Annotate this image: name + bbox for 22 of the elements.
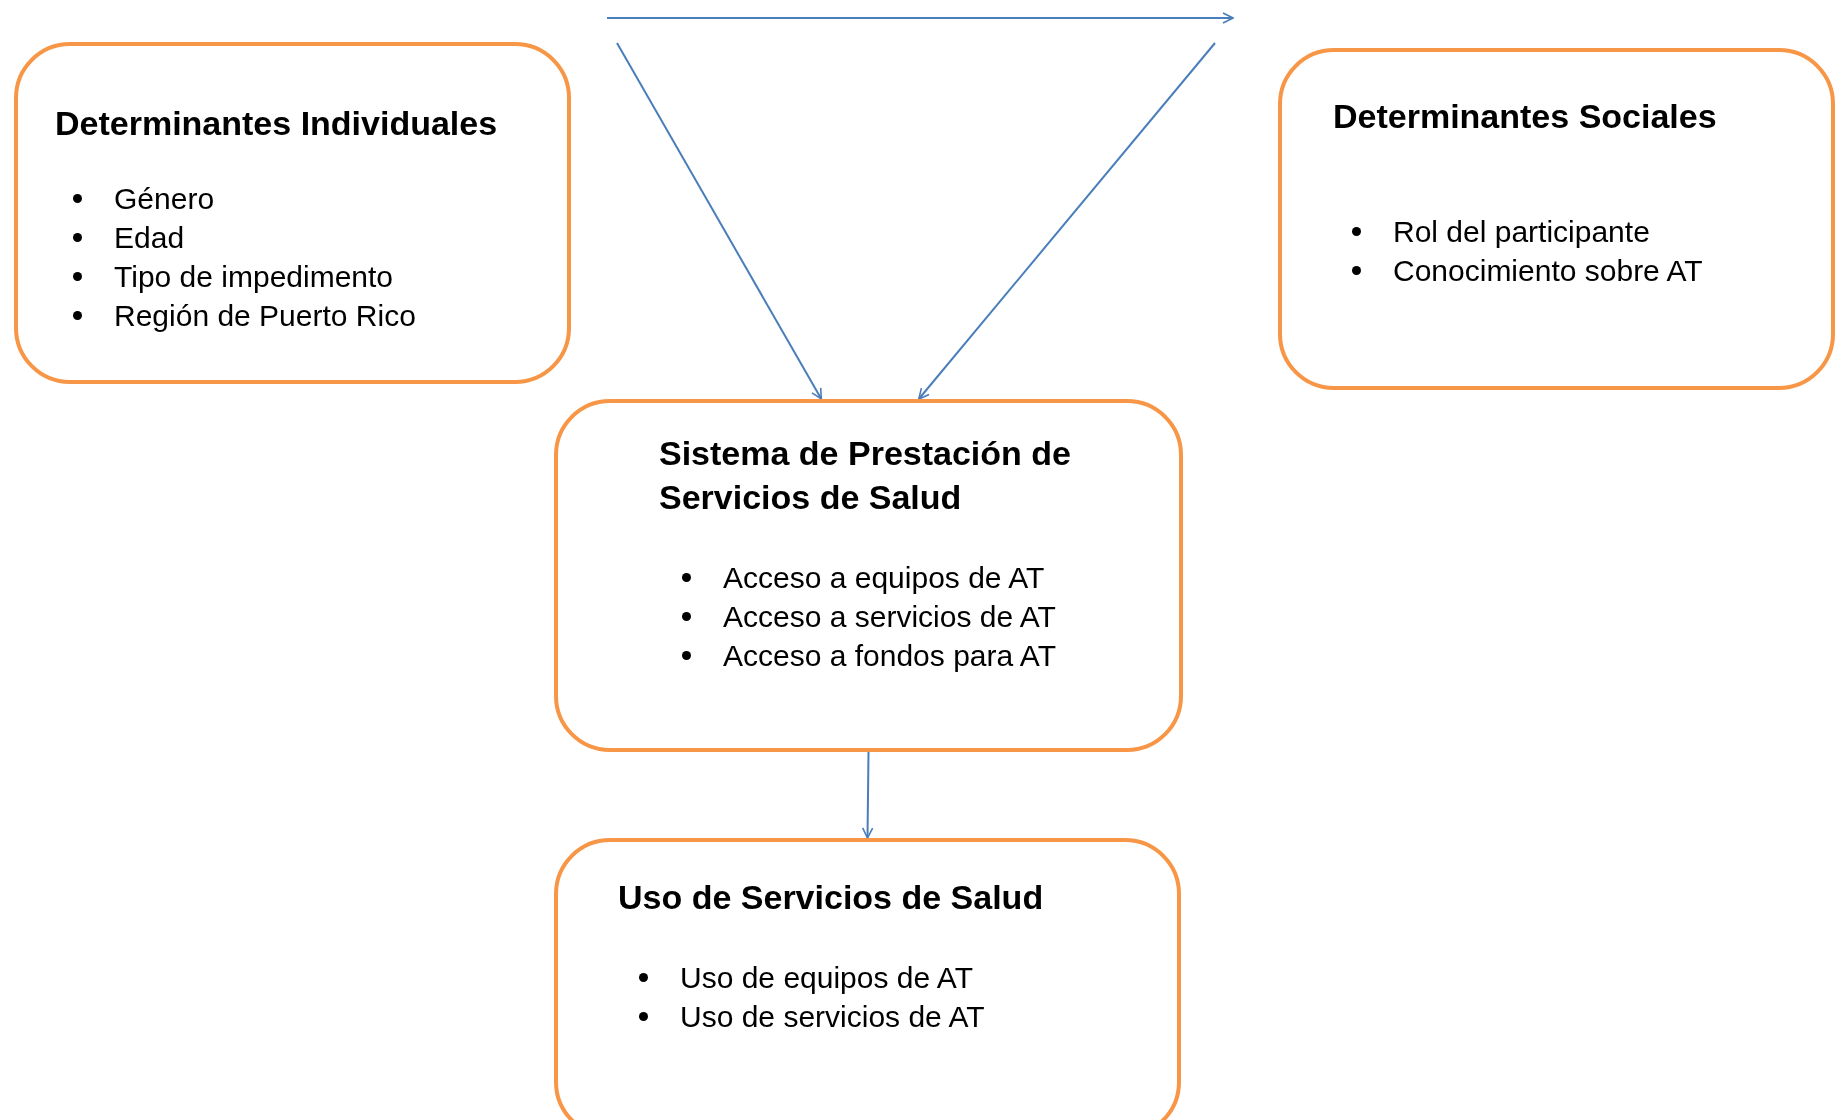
box-heading: Determinantes Sociales — [1333, 96, 1718, 137]
list-item: Acceso a fondos para AT — [723, 638, 1056, 674]
list-item: Edad — [114, 220, 185, 256]
list-item: Acceso a servicios de AT — [723, 599, 1056, 635]
rounded-box — [1278, 48, 1835, 390]
box-heading: Determinantes Individuales — [55, 103, 499, 144]
box-heading: Sistema de Prestación de Servicios de Salud — [659, 433, 1072, 518]
rounded-box — [554, 399, 1183, 752]
list-item: Uso de servicios de AT — [680, 999, 985, 1035]
box-heading: Uso de Servicios de Salud — [618, 877, 1045, 918]
list-item: Tipo de impedimento — [114, 259, 394, 295]
arrow — [861, 751, 874, 839]
arrow — [917, 42, 1216, 400]
list-item: Uso de equipos de AT — [680, 960, 973, 996]
list-item: Región de Puerto Rico — [114, 298, 416, 334]
arrow — [616, 42, 823, 400]
list-item: Género — [114, 181, 215, 217]
rounded-box — [14, 42, 571, 384]
list-item: Acceso a equipos de AT — [723, 560, 1045, 596]
list-item: Conocimiento sobre AT — [1393, 253, 1703, 289]
list-item: Rol del participante — [1393, 214, 1650, 250]
rounded-box — [554, 838, 1181, 1120]
